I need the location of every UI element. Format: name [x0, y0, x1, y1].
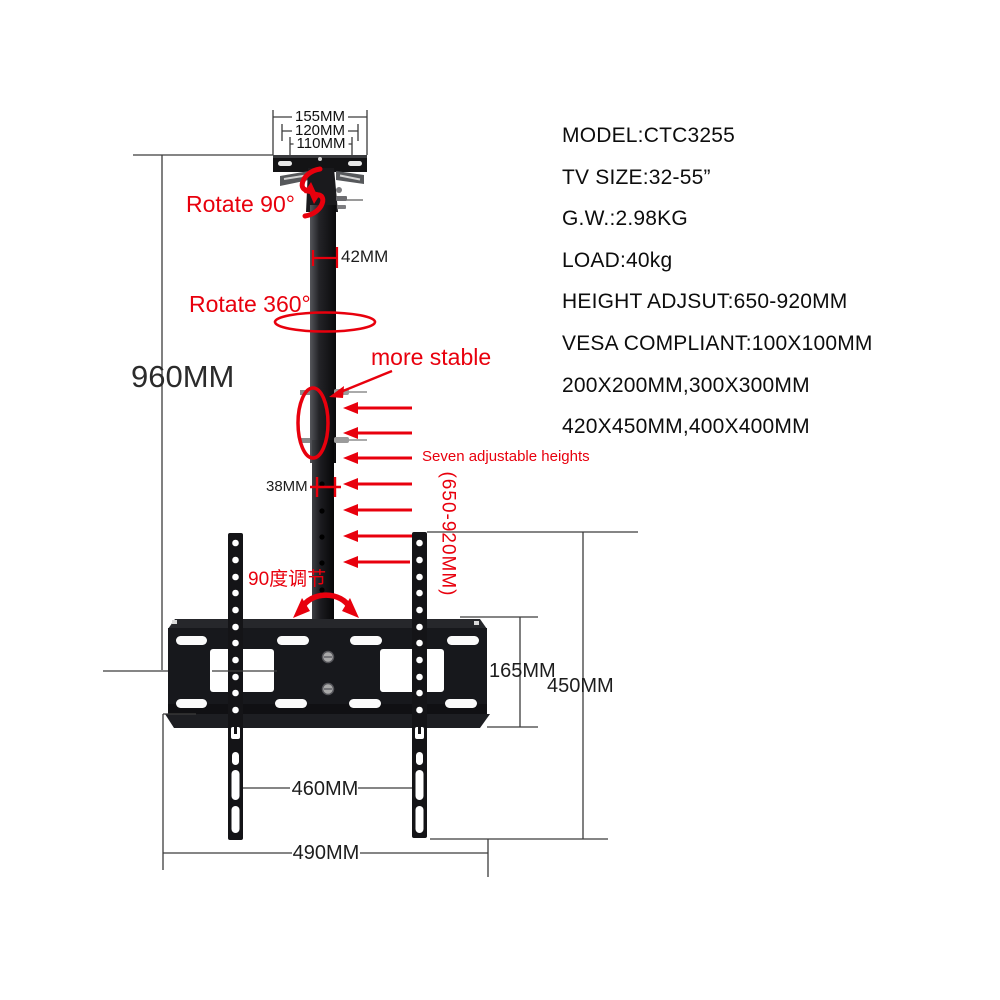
height-adjust-arrows — [343, 402, 412, 568]
stability-highlight-ellipse — [296, 386, 330, 460]
dim-490mm-label: 490MM — [292, 842, 360, 864]
spec-vesa-2: 200X200MM,300X300MM — [562, 374, 810, 397]
dim-110mm-label: 110MM — [293, 136, 349, 151]
rotate-360-ellipse — [273, 311, 377, 333]
spec-height-adjust: HEIGHT ADJSUT:650-920MM — [562, 290, 848, 313]
pole-width-marks — [311, 247, 339, 268]
hole-spacing-marks — [310, 477, 341, 497]
rotate-90-label: Rotate 90° — [186, 191, 295, 217]
spec-vesa-1: VESA COMPLIANT:100X100MM — [562, 332, 873, 355]
tv-rail-left — [228, 533, 243, 840]
spec-tv-size: TV SIZE:32-55” — [562, 166, 711, 189]
dim-165mm-label: 165MM — [489, 660, 556, 682]
spec-load: LOAD:40kg — [562, 249, 673, 272]
dim-960mm-label: 960MM — [131, 359, 235, 394]
dim-460mm-label: 460MM — [291, 778, 359, 800]
dim-450mm-label: 450MM — [547, 675, 614, 697]
spec-model: MODEL:CTC3255 — [562, 124, 735, 147]
height-range-label: (650-920MM) — [437, 471, 459, 597]
dim-120mm-label: 120MM — [291, 123, 349, 138]
mounting-pole-upper — [300, 205, 367, 463]
more-stable-label: more stable — [371, 344, 492, 370]
ceiling-plate — [273, 155, 367, 172]
more-stable-pointer-arrow — [329, 369, 393, 398]
tv-rail-right — [412, 532, 427, 838]
dimension-lines — [103, 110, 638, 877]
spec-vesa-3: 420X450MM,400X400MM — [562, 415, 810, 438]
spec-gross-weight: G.W.:2.98KG — [562, 207, 688, 230]
dim-155mm-label: 155MM — [291, 109, 349, 124]
rotate-360-label: Rotate 360° — [189, 291, 311, 317]
dim-42mm-label: 42MM — [341, 247, 389, 266]
seven-heights-label: Seven adjustable heights — [422, 448, 590, 465]
tv-wall-plate — [165, 619, 490, 728]
tilt-adjust-label: 90度调节 — [248, 569, 327, 590]
dim-38mm-label: 38MM — [266, 478, 308, 495]
rotate-90-arrows-icon — [299, 166, 326, 219]
tilt-arc-arrow — [293, 592, 359, 618]
